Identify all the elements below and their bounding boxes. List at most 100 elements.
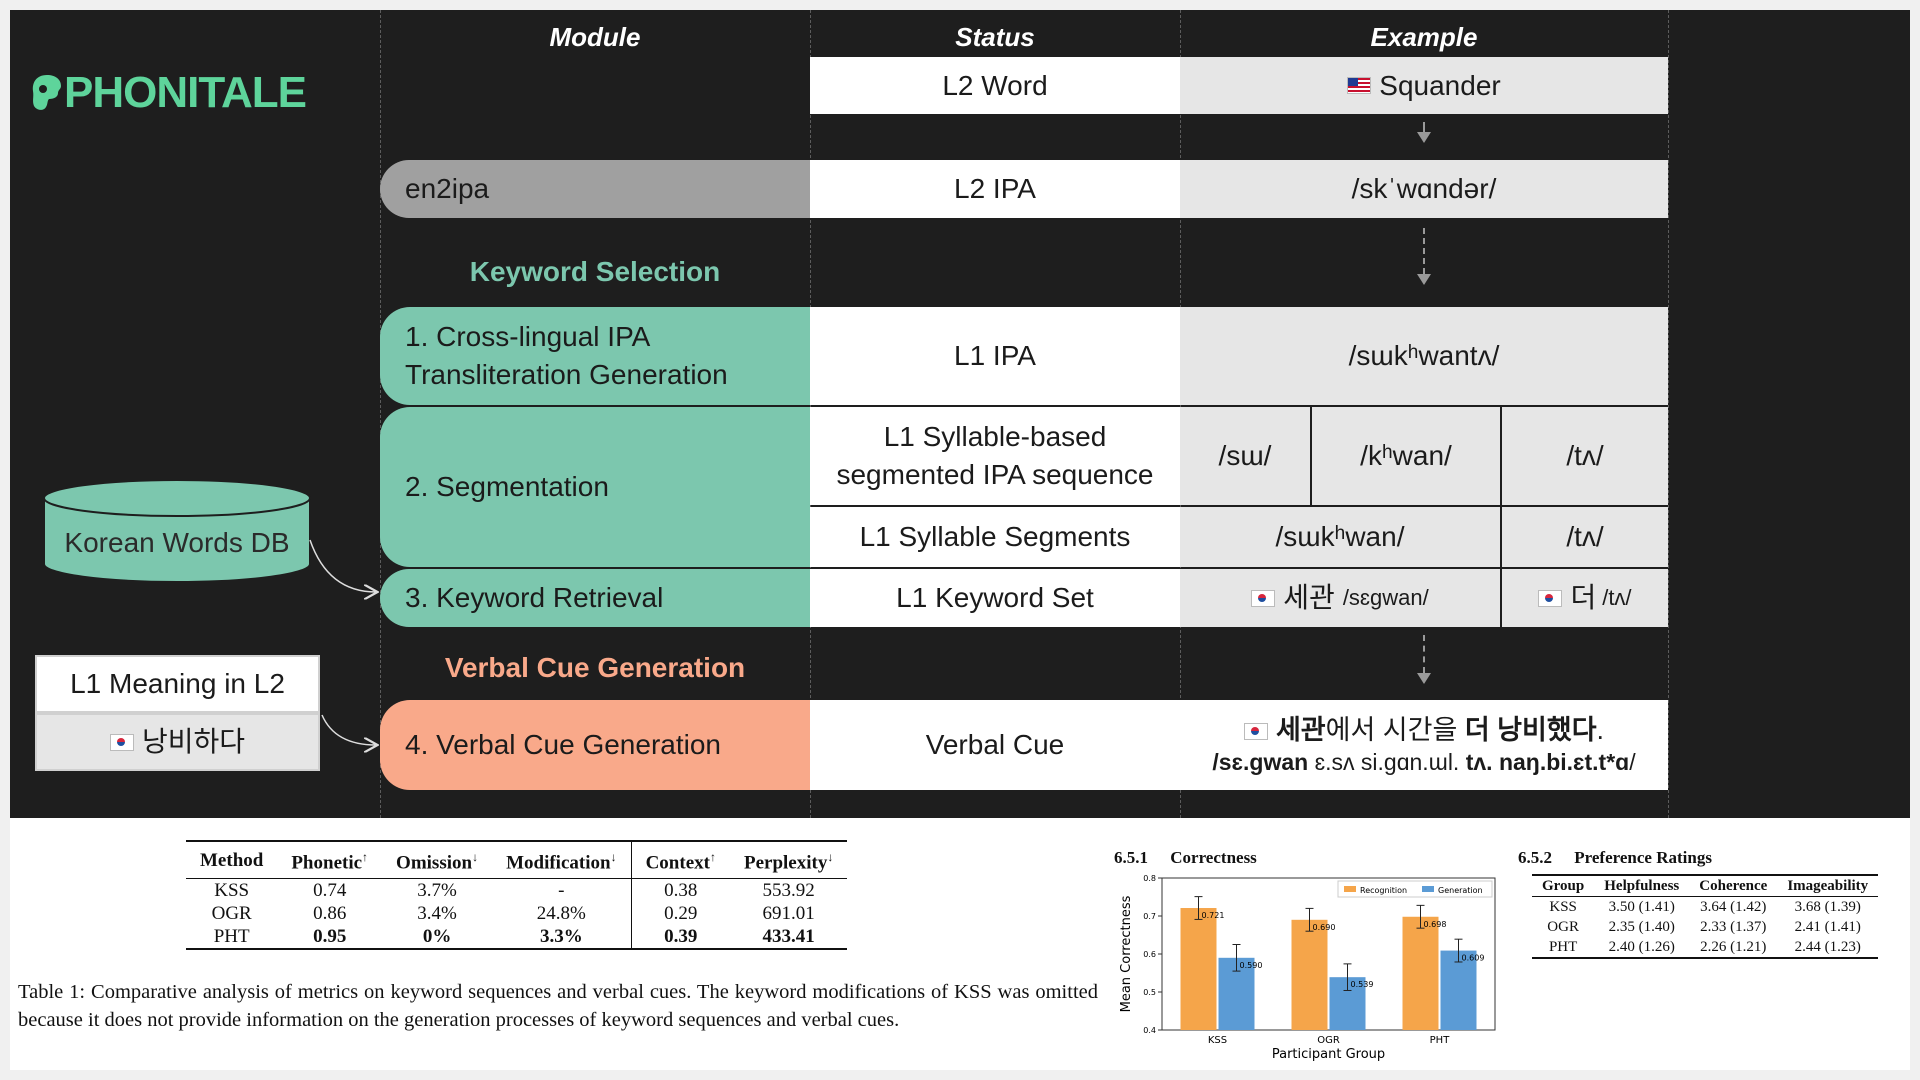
table-cell: 0.74 xyxy=(313,880,347,902)
kr-flag-icon xyxy=(1251,589,1276,607)
example-l1-ipa: /sɯkʰwantʌ/ xyxy=(1180,307,1668,405)
status-keyword-set: L1 Keyword Set xyxy=(810,569,1180,627)
table-cell: 0.39 xyxy=(630,925,730,950)
us-flag-icon xyxy=(1347,77,1372,94)
verbal-cue-korean: 세관에서 시간을 더 낭비했다. xyxy=(1243,713,1605,748)
x-tick-label: OGR xyxy=(1317,1035,1340,1046)
legend-box xyxy=(1337,880,1493,898)
table-cell: 2.35 (1.40) xyxy=(1608,919,1675,935)
module-step1: 1. Cross-lingual IPA Transliteration Gen… xyxy=(380,307,810,405)
keyword-selection-title: Keyword Selection xyxy=(469,256,721,287)
keyword-2-ipa: /tʌ/ xyxy=(1602,585,1632,611)
bar xyxy=(1402,916,1439,1030)
table-cell: PHT xyxy=(213,926,250,948)
table-row: PHT 2.40 (1.26) 2.26 (1.21) 2.44 (1.23) xyxy=(1532,937,1878,958)
y-tick-label: 0.4 xyxy=(1143,1026,1156,1035)
module-step2: 2. Segmentation xyxy=(380,407,810,567)
table-cell: - xyxy=(558,880,565,902)
example-keyword-1: 세관 /sɛgwan/ xyxy=(1180,569,1500,627)
table-cell: KSS xyxy=(1549,899,1577,915)
status-l2-word: L2 Word xyxy=(810,57,1180,114)
data-label: 0.609 xyxy=(1462,954,1485,963)
korean-words-db-icon xyxy=(43,479,311,583)
pipeline-diagram: Module Status Example PHONITALE L2 Word … xyxy=(10,10,1910,818)
cue-ipa-keyword-1: /sɛ.gwan xyxy=(1212,748,1309,775)
header-module: Module xyxy=(549,22,641,52)
y-axis-label: Mean Correctness xyxy=(1119,895,1134,1012)
header-status: Status xyxy=(955,22,1035,52)
correctness-section-num: 6.5.1 xyxy=(1114,848,1148,867)
logo-text: PHONITALE xyxy=(64,68,307,117)
preference-header: Imageability xyxy=(1787,878,1869,894)
module-en2ipa: en2ipa xyxy=(380,160,810,218)
cue-ipa-keyword-2: tʌ. naŋ.bi.ɛt.t*ɑ xyxy=(1465,748,1630,775)
example-seg-3: /tʌ/ xyxy=(1500,407,1668,505)
table-cell: 691.01 xyxy=(762,903,815,925)
legend-swatch xyxy=(1422,886,1434,892)
table-cell: 0% xyxy=(422,926,452,948)
table-cell: 3.68 (1.39) xyxy=(1794,899,1861,915)
table-cell: PHT xyxy=(1548,939,1578,955)
x-tick-label: PHT xyxy=(1430,1035,1451,1046)
cue-period: . xyxy=(1596,714,1605,745)
status-segmented: L1 Syllable-based segmented IPA sequence xyxy=(810,407,1180,505)
cue-text-mid: 에서 시간을 xyxy=(1325,714,1465,745)
preference-header: Helpfulness xyxy=(1604,878,1680,894)
table-cell: 24.8% xyxy=(536,903,586,925)
table-1-header: Context↑ xyxy=(630,841,730,879)
cue-keyword-1: 세관 xyxy=(1275,714,1326,745)
keyword-1-word: 세관 xyxy=(1283,582,1335,614)
table-cell: 0.38 xyxy=(630,878,730,903)
head-silhouette-icon xyxy=(32,75,61,110)
table-cell: 3.4% xyxy=(417,903,457,925)
example-l2-ipa: /skˈwɑndər/ xyxy=(1180,160,1668,218)
table-1-header: Phonetic↑ xyxy=(291,850,369,874)
example-l2-word-text: Squander xyxy=(1379,69,1501,101)
table-cell: KSS xyxy=(214,880,250,902)
x-axis-label: Participant Group xyxy=(1272,1047,1385,1062)
status-verbal-cue: Verbal Cue xyxy=(810,700,1180,790)
table-cell: 3.50 (1.41) xyxy=(1608,899,1675,915)
bar xyxy=(1291,919,1328,1030)
l1-meaning-label: L1 Meaning in L2 xyxy=(35,655,320,713)
table-cell: 3.7% xyxy=(417,880,457,902)
keyword-2-word: 더 xyxy=(1570,582,1597,614)
korean-words-db-label: Korean Words DB xyxy=(64,527,290,559)
table-cell: 2.40 (1.26) xyxy=(1608,939,1675,955)
example-l2-word: Squander xyxy=(1180,57,1668,114)
data-label: 0.539 xyxy=(1351,980,1374,989)
table-cell: OGR xyxy=(211,903,252,925)
status-syllable-segments: L1 Syllable Segments xyxy=(810,507,1180,567)
verbal-cue-ipa: /sɛ.gwan ɛ.sʌ si.gɑn.ɯl. tʌ. naŋ.bi.ɛt.t… xyxy=(1212,748,1635,778)
l1-meaning-value: 낭비하다 xyxy=(35,713,320,771)
bar xyxy=(1440,950,1477,1030)
table-cell: 2.44 (1.23) xyxy=(1794,939,1861,955)
x-tick-label: KSS xyxy=(1208,1035,1227,1046)
legend-swatch xyxy=(1344,886,1356,892)
table-cell: 2.41 (1.41) xyxy=(1794,919,1861,935)
status-l1-ipa: L1 IPA xyxy=(810,307,1180,405)
data-label: 0.690 xyxy=(1313,923,1336,932)
module-step4: 4. Verbal Cue Generation xyxy=(380,700,810,790)
example-seg-2: /kʰwan/ xyxy=(1310,407,1500,505)
y-tick-label: 0.7 xyxy=(1143,912,1156,921)
example-syl-1: /sɯkʰwan/ xyxy=(1180,507,1500,567)
table-1-header: Omission↓ xyxy=(396,850,479,874)
phonitale-logo: PHONITALE xyxy=(30,68,307,118)
preference-heading: 6.5.2 Preference Ratings xyxy=(1518,848,1712,868)
status-l2-ipa: L2 IPA xyxy=(810,160,1180,218)
l1-meaning-word: 낭비하다 xyxy=(141,726,246,758)
table-cell: 0.86 xyxy=(313,903,347,925)
connector-arrows xyxy=(309,539,410,818)
table-cell: 2.26 (1.21) xyxy=(1700,939,1767,955)
data-label: 0.698 xyxy=(1424,920,1447,929)
data-label: 0.590 xyxy=(1240,961,1263,970)
correctness-heading: 6.5.1 Correctness xyxy=(1114,848,1257,868)
y-tick-label: 0.8 xyxy=(1143,874,1156,883)
